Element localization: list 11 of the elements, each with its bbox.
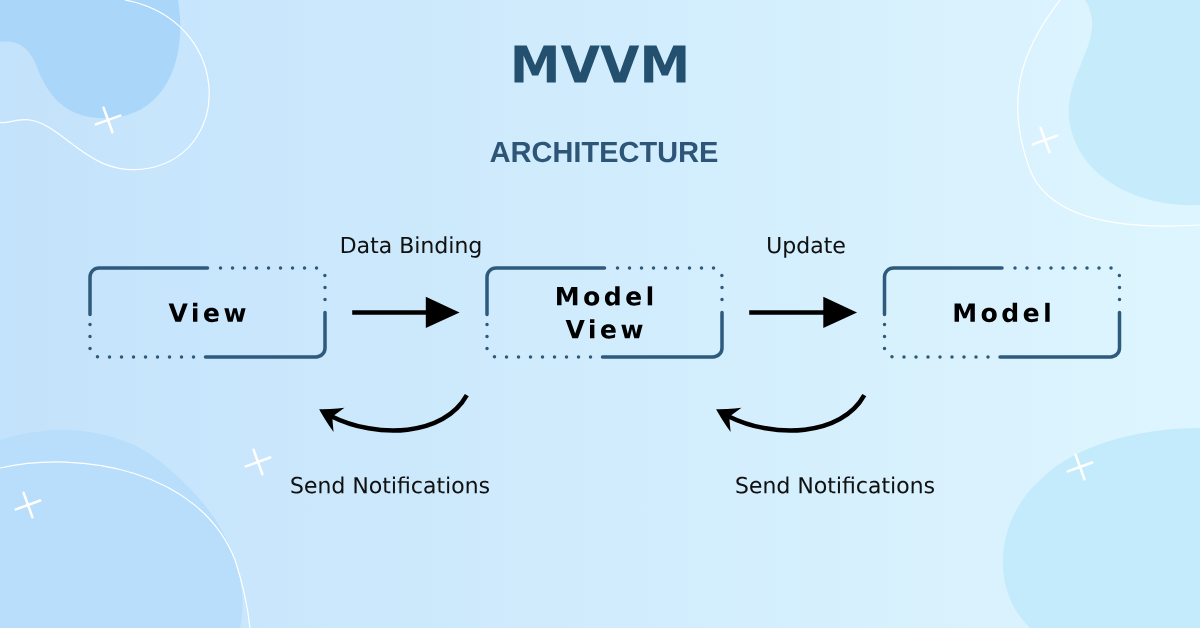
- edge-label: Send Notifications: [736, 476, 934, 494]
- curved-arrow: [320, 393, 469, 433]
- component-box: Model: [882, 266, 1122, 359]
- subtitle: ARCHITECTURE: [490, 141, 718, 163]
- component-box: Model View: [485, 266, 724, 359]
- edge-label: Update: [768, 236, 845, 258]
- curved-arrow: [717, 393, 867, 433]
- edge-label: Send Notifications: [291, 476, 489, 494]
- component-box: View: [88, 266, 327, 359]
- edge-label: Data Binding: [341, 236, 481, 258]
- title: MVVM: [514, 45, 686, 83]
